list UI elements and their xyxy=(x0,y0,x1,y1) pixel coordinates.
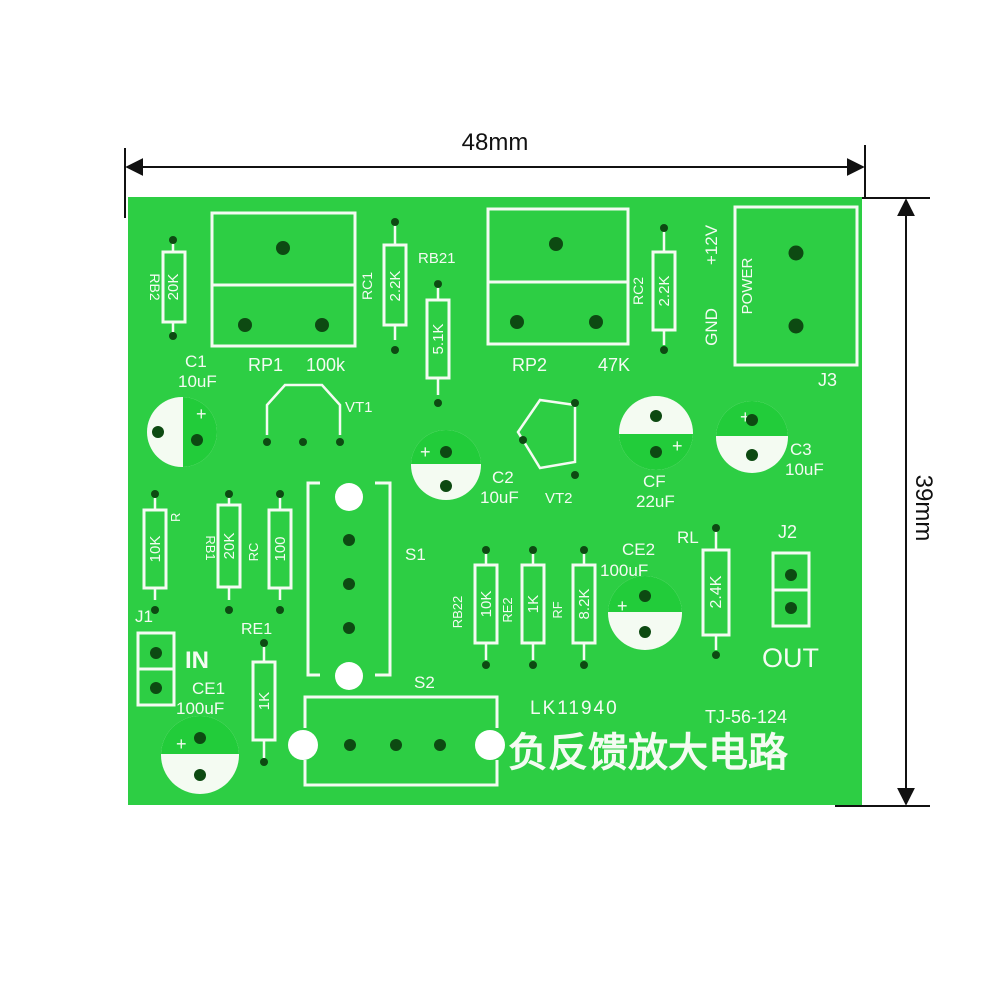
rc-ref: RC xyxy=(246,543,261,562)
cf-ref: CF xyxy=(643,472,666,491)
rc2-ref: RC2 xyxy=(630,277,646,305)
s1-ref: S1 xyxy=(405,545,426,564)
c2-polarity: + xyxy=(420,442,431,462)
rb1-value: 20K xyxy=(221,533,238,560)
s1-footprint xyxy=(306,481,392,677)
re2-value: 1K xyxy=(525,595,542,613)
rp2-ref: RP2 xyxy=(512,355,547,375)
c3-capacitor xyxy=(716,401,788,473)
rf-value: 8.2K xyxy=(576,589,593,620)
j2-ref: J2 xyxy=(778,522,797,542)
ce2-ref: CE2 xyxy=(622,540,655,559)
c2-ref: C2 xyxy=(492,468,514,487)
rc2-resistor xyxy=(651,230,677,345)
rl-resistor xyxy=(701,530,731,650)
j3-label: POWER xyxy=(739,258,756,315)
board-title: 负反馈放大电路 xyxy=(508,731,789,775)
ce1-polarity: + xyxy=(176,734,187,754)
rc2-value: 2.2K xyxy=(656,276,673,307)
r-value: 10K xyxy=(147,536,164,563)
j3-gnd-label: GND xyxy=(702,308,721,346)
c3-polarity: + xyxy=(740,407,751,427)
ce1-ref: CE1 xyxy=(192,679,225,698)
rf-resistor xyxy=(571,552,597,660)
c3-ref: C3 xyxy=(790,440,812,459)
ce2-value: 100uF xyxy=(600,561,648,580)
cf-value: 22uF xyxy=(636,492,675,511)
vt2-ref: VT2 xyxy=(545,490,573,507)
height-dimension-label: 39mm xyxy=(910,475,937,542)
rf-ref: RF xyxy=(550,601,565,618)
rb22-ref: RB22 xyxy=(450,596,465,629)
j1-footprint xyxy=(136,631,176,707)
rl-ref: RL xyxy=(677,528,699,547)
rb2-ref: RB2 xyxy=(147,273,163,300)
j1-label: IN xyxy=(185,647,209,674)
re2-ref: RE2 xyxy=(500,597,515,622)
re1-ref: RE1 xyxy=(241,621,272,638)
rc1-ref: RC1 xyxy=(359,272,375,300)
rb2-value: 20K xyxy=(165,274,182,301)
board-code: TJ-56-124 xyxy=(705,707,787,727)
c1-capacitor xyxy=(147,397,217,467)
j3-footprint xyxy=(733,205,859,367)
vt2-transistor xyxy=(516,398,577,470)
ce1-capacitor xyxy=(161,716,239,794)
rb22-value: 10K xyxy=(478,591,495,618)
rc1-value: 2.2K xyxy=(387,271,404,302)
cf-capacitor xyxy=(619,396,693,470)
vt1-ref: VT1 xyxy=(345,399,373,416)
width-dimension-label: 48mm xyxy=(462,129,529,156)
rp1-footprint xyxy=(210,211,357,348)
rb2-resistor xyxy=(161,243,187,332)
vt1-transistor xyxy=(265,383,342,435)
c1-value: 10uF xyxy=(178,372,217,391)
r-resistor xyxy=(142,498,168,600)
board-model: LK11940 xyxy=(530,698,619,719)
c2-value: 10uF xyxy=(480,488,519,507)
pcb-board xyxy=(128,197,862,805)
ce2-polarity: + xyxy=(617,596,628,616)
s2-ref: S2 xyxy=(414,673,435,692)
mounting-holes xyxy=(288,483,505,760)
rb21-value: 5.1K xyxy=(430,324,447,355)
r-ref: R xyxy=(168,513,183,522)
rp2-footprint xyxy=(486,207,630,346)
c1-ref: C1 xyxy=(185,352,207,371)
rp2-value: 47K xyxy=(598,355,630,375)
c1-polarity: + xyxy=(196,404,207,424)
rc-value: 100 xyxy=(272,536,289,561)
re1-resistor xyxy=(251,645,277,758)
j3-plus-label: +12V xyxy=(702,224,721,265)
j2-footprint xyxy=(771,551,811,628)
rl-value: 2.4K xyxy=(708,575,725,608)
rc1-resistor xyxy=(382,225,408,340)
rp1-value: 100k xyxy=(306,355,346,375)
j3-ref: J3 xyxy=(818,370,837,390)
c3-value: 10uF xyxy=(785,460,824,479)
j1-ref: J1 xyxy=(135,607,153,626)
re1-value: 1K xyxy=(256,692,273,710)
rb22-resistor xyxy=(473,552,499,660)
rb1-ref: RB1 xyxy=(203,535,218,560)
pcb-board-sheen xyxy=(128,197,862,805)
ce1-value: 100uF xyxy=(176,699,224,718)
s2-footprint xyxy=(303,695,499,787)
rb21-ref: RB21 xyxy=(418,250,456,267)
dimension-annotations: 48mm 39mm xyxy=(124,129,937,807)
re2-resistor xyxy=(520,552,546,660)
drill-holes xyxy=(150,218,804,781)
cf-polarity: + xyxy=(672,436,683,456)
j2-label: OUT xyxy=(762,643,819,673)
rp1-ref: RP1 xyxy=(248,355,283,375)
